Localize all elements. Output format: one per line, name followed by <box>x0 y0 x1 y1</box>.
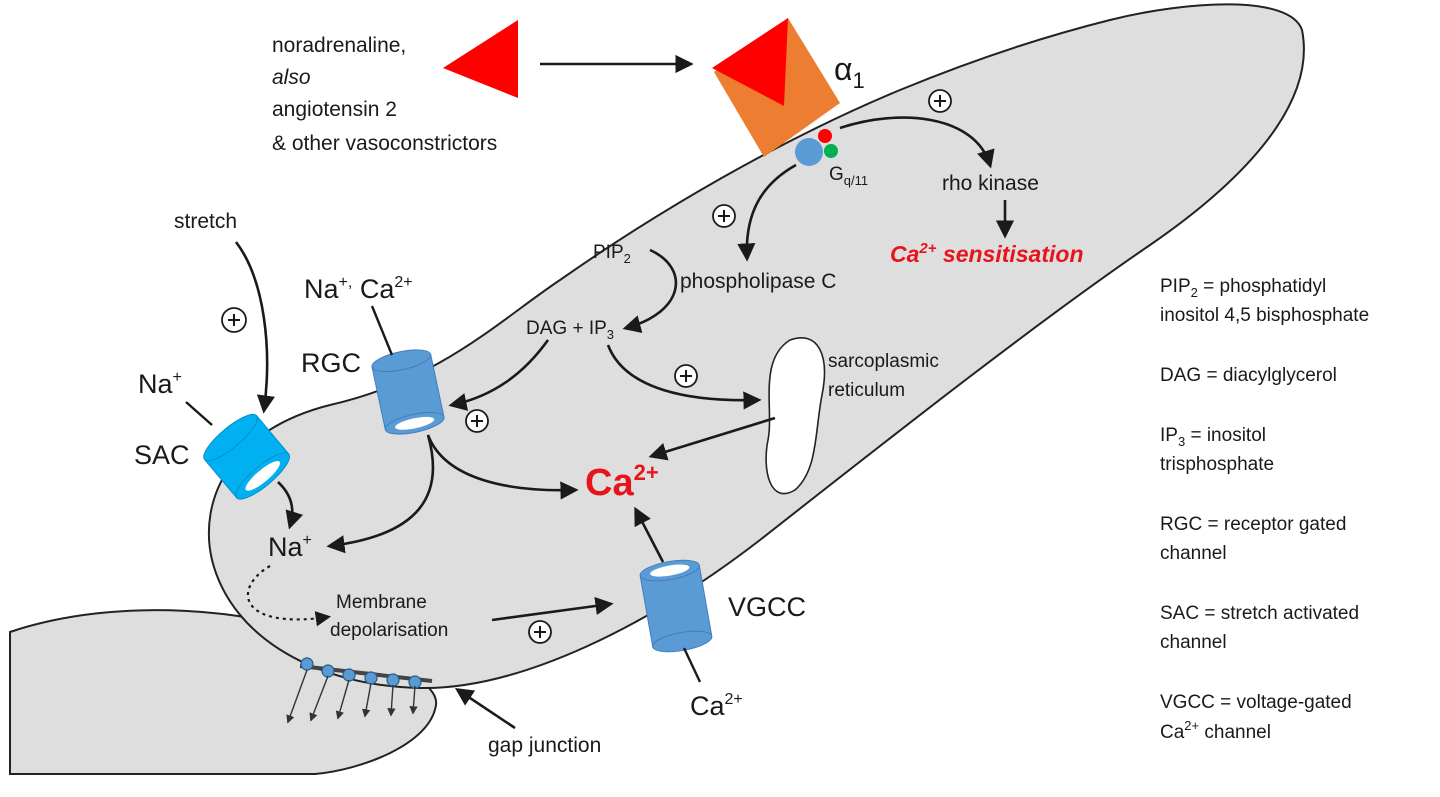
plus-icon <box>928 89 952 113</box>
receptor-bound-ligand <box>712 18 788 106</box>
legend-rgc: RGC = receptor gated <box>1160 514 1346 535</box>
ca-sensitisation-label: Ca2+ sensitisation <box>890 240 1084 267</box>
ca-extracellular-label: Ca2+ <box>690 691 743 721</box>
rgc-ions-label: Na+, Ca2+ <box>304 274 413 304</box>
legend-vgcc-2: Ca2+ channel <box>1160 718 1271 743</box>
arrow-g-to-rho-kinase <box>839 116 995 169</box>
agonist-others: & other vasoconstrictors <box>272 132 497 155</box>
na-inside-label: Na+ <box>268 532 312 562</box>
membrane-label-1: Membrane <box>336 592 427 613</box>
plus-icon <box>465 409 489 433</box>
arrow-depolarisation-to-vgcc <box>491 596 614 622</box>
agonist-also: also <box>272 66 311 89</box>
gprotein-beta-subunit <box>818 129 832 143</box>
arrow-sr-to-ca <box>648 416 776 461</box>
pip2-label: PIP2 <box>593 242 631 266</box>
plus-icon <box>674 364 698 388</box>
ca-intracellular-label: Ca2+ <box>585 460 659 504</box>
noradrenaline-triangle <box>443 20 518 98</box>
sac-ion-line <box>185 401 213 426</box>
vgcc-channel <box>639 559 713 653</box>
plus-icon <box>221 307 247 333</box>
phospholipase-c-label: phospholipase C <box>680 270 836 293</box>
arrow-gap-junction-label <box>454 687 516 730</box>
arrow-dag-to-rgc <box>448 339 550 411</box>
legend-pip2-2: inositol 4,5 bisphosphate <box>1160 305 1369 326</box>
gap-junction-connexons <box>286 657 433 724</box>
plus-icon <box>712 204 736 228</box>
arrow-g-to-plc <box>737 163 797 262</box>
arrow-stretch-to-sac <box>234 241 275 414</box>
sr-label-1: sarcoplasmic <box>828 351 939 372</box>
rgc-channel <box>371 349 445 435</box>
arrow-vgcc-to-ca <box>634 506 665 563</box>
arrow-ip3-to-sr <box>606 344 762 410</box>
sr-label-2: reticulum <box>828 380 905 401</box>
gq11-label: Gq/11 <box>829 164 868 188</box>
legend-sac-2: channel <box>1160 632 1227 653</box>
sac-ion-label: Na+ <box>138 369 182 399</box>
legend-pip2: PIP2 = phosphatidyl <box>1160 276 1326 300</box>
agonist-label: noradrenaline, <box>272 34 406 57</box>
alpha1-label: α1 <box>834 51 865 93</box>
vgcc-ion-line <box>682 647 702 683</box>
gap-junction-label: gap junction <box>488 734 601 757</box>
arrow-rgc-to-ca <box>426 434 579 500</box>
legend-ip3-2: trisphosphate <box>1160 454 1274 475</box>
gprotein-gamma-subunit <box>824 144 838 158</box>
legend-rgc-2: channel <box>1160 543 1227 564</box>
sarcoplasmic-reticulum <box>765 337 826 495</box>
legend-vgcc: VGCC = voltage-gated <box>1160 692 1352 713</box>
arrow-sac-to-na <box>277 481 304 530</box>
rgc-label: RGC <box>301 348 361 378</box>
legend-sac: SAC = stretch activated <box>1160 603 1359 624</box>
membrane-label-2: depolarisation <box>330 620 448 641</box>
plus-icon <box>528 620 552 644</box>
stretch-label: stretch <box>174 210 237 233</box>
arrow-pip2-to-dag <box>622 248 678 333</box>
gprotein-alpha-subunit <box>795 138 823 166</box>
sac-label: SAC <box>134 440 190 470</box>
vgcc-label: VGCC <box>728 592 806 622</box>
legend: PIP2 = phosphatidyl inositol 4,5 bisphos… <box>1160 276 1369 743</box>
rgc-ion-line <box>370 305 394 356</box>
sac-channel <box>203 413 291 500</box>
rho-kinase-label: rho kinase <box>942 172 1039 195</box>
arrow-na-to-depolarisation <box>246 565 332 627</box>
arrow-rgc-to-na <box>326 434 435 554</box>
agonist-angiotensin: angiotensin 2 <box>272 98 397 121</box>
dag-ip3-label: DAG + IP3 <box>526 318 614 342</box>
legend-dag: DAG = diacylglycerol <box>1160 365 1337 386</box>
legend-ip3: IP3 = inositol <box>1160 425 1266 449</box>
